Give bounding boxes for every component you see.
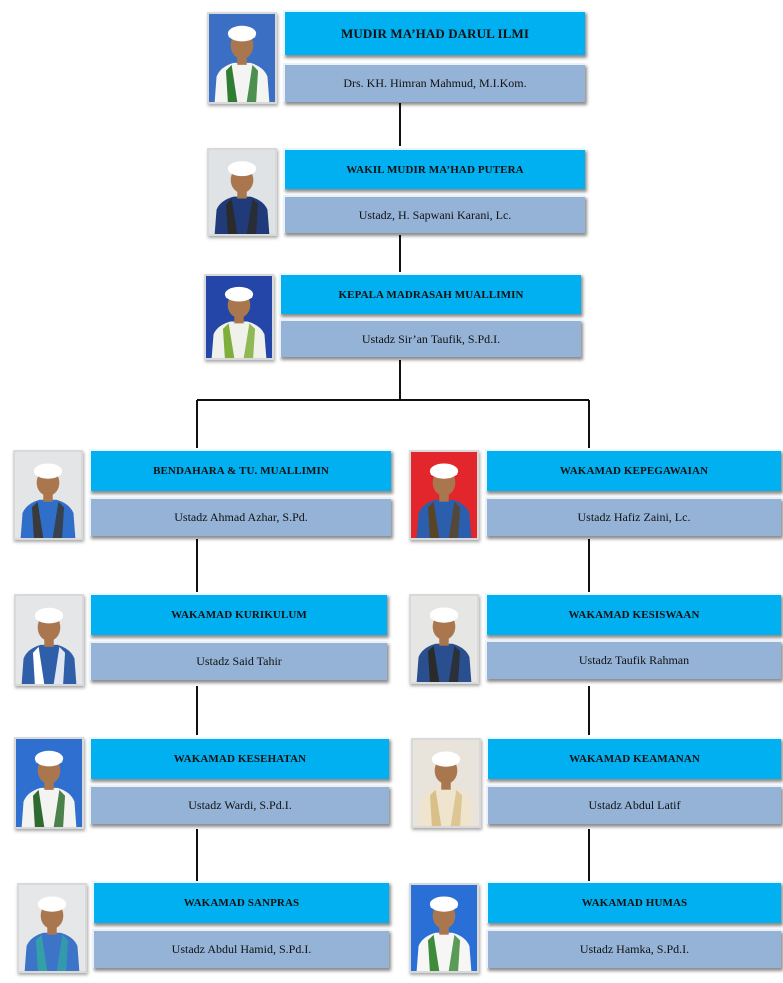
person-portrait-icon	[19, 885, 85, 971]
portrait-photo	[409, 594, 479, 684]
portrait-photo	[207, 12, 277, 104]
person-portrait-icon	[413, 740, 479, 826]
node-name: Ustadz Hafiz Zaini, Lc.	[485, 497, 781, 536]
person-portrait-icon	[16, 596, 82, 684]
node-title: WAKAMAD HUMAS	[486, 881, 781, 923]
person-portrait-icon	[209, 14, 275, 102]
portrait-photo	[411, 738, 481, 828]
node-title: WAKAMAD KESISWAAN	[485, 593, 781, 635]
node-title: WAKAMAD KEPEGAWAIAN	[485, 449, 781, 491]
node-title: KEPALA MADRASAH MUALLIMIN	[279, 273, 581, 314]
node-name: Ustadz Ahmad Azhar, S.Pd.	[89, 497, 391, 536]
person-portrait-icon	[16, 739, 82, 827]
portrait-photo	[204, 274, 274, 360]
person-portrait-icon	[206, 276, 272, 358]
portrait-photo	[409, 883, 479, 973]
node-title: WAKAMAD KESEHATAN	[89, 737, 389, 779]
person-portrait-icon	[411, 885, 477, 971]
portrait-photo	[14, 737, 84, 829]
node-name: Ustadz Sir’an Taufik, S.Pd.I.	[279, 319, 581, 357]
node-title: WAKAMAD KURIKULUM	[89, 593, 387, 635]
node-name: Ustadz Hamka, S.Pd.I.	[486, 929, 781, 968]
node-title: WAKAMAD SANPRAS	[92, 881, 389, 923]
portrait-photo	[17, 883, 87, 973]
person-portrait-icon	[209, 150, 275, 234]
node-name: Ustadz, H. Sapwani Karani, Lc.	[283, 195, 585, 233]
person-portrait-icon	[15, 452, 81, 538]
portrait-photo	[14, 594, 84, 686]
portrait-photo	[13, 450, 83, 540]
portrait-photo	[409, 450, 479, 540]
portrait-photo	[207, 148, 277, 236]
person-portrait-icon	[411, 452, 477, 538]
node-name: Drs. KH. Himran Mahmud, M.I.Kom.	[283, 63, 585, 102]
node-name: Ustadz Taufik Rahman	[485, 640, 781, 679]
node-name: Ustadz Wardi, S.Pd.I.	[89, 785, 389, 824]
node-title: BENDAHARA & TU. MUALLIMIN	[89, 449, 391, 491]
node-name: Ustadz Abdul Hamid, S.Pd.I.	[92, 929, 389, 968]
node-title: WAKAMAD KEAMANAN	[486, 737, 781, 779]
node-title: MUDIR MA’HAD DARUL ILMI	[283, 10, 585, 55]
person-portrait-icon	[411, 596, 477, 682]
node-title: WAKIL MUDIR MA’HAD PUTERA	[283, 148, 585, 189]
node-name: Ustadz Abdul Latif	[486, 785, 781, 824]
node-name: Ustadz Said Tahir	[89, 641, 387, 680]
